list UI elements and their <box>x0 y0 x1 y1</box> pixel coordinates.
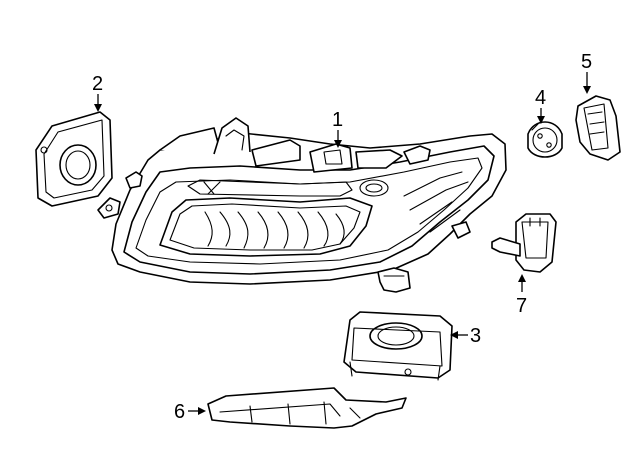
lower-bracket <box>207 387 407 429</box>
callout-7: 7 <box>516 295 527 317</box>
control-module <box>343 311 453 381</box>
headlamp-assembly <box>97 117 507 293</box>
callouts: 1 2 3 4 5 6 7 <box>92 51 592 423</box>
bulb-socket <box>527 121 563 158</box>
callout-5: 5 <box>581 51 592 73</box>
callout-3: 3 <box>470 325 481 347</box>
callout-2: 2 <box>92 73 103 95</box>
callout-4: 4 <box>535 87 546 109</box>
callout-6: 6 <box>174 401 185 423</box>
callout-1: 1 <box>332 109 343 131</box>
projector-module <box>35 111 113 207</box>
leveling-motor <box>575 95 621 161</box>
side-connector <box>491 213 557 273</box>
